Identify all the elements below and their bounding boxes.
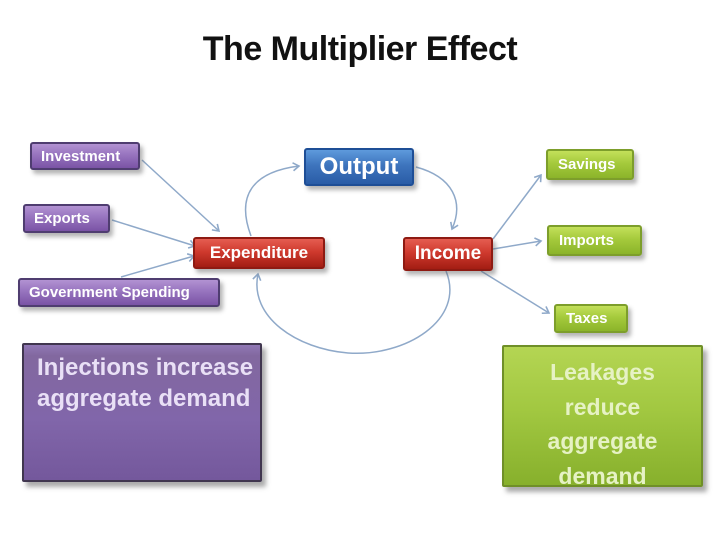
arrow-income-to-imports bbox=[492, 237, 543, 250]
node-government-spending-label: Government Spending bbox=[29, 284, 190, 301]
arc-income-to-expenditure bbox=[252, 270, 451, 354]
node-expenditure: Expenditure bbox=[193, 237, 325, 269]
node-investment: Investment bbox=[30, 142, 140, 170]
arc-expenditure-to-output bbox=[244, 162, 301, 237]
note-leakages: Leakages reduce aggregate demand bbox=[502, 345, 703, 489]
node-expenditure-label: Expenditure bbox=[209, 243, 309, 262]
node-output-label: Output bbox=[319, 153, 399, 180]
node-savings-label: Savings bbox=[558, 156, 616, 173]
node-income-label: Income bbox=[414, 243, 482, 264]
slide-title: The Multiplier Effect bbox=[202, 30, 518, 68]
note-injections: Injections increase aggregate demand bbox=[22, 343, 262, 482]
note-leakages-text: Leakages reduce aggregate demand bbox=[547, 359, 658, 489]
arrow-government-spending-to-expenditure bbox=[120, 253, 196, 278]
arc-output-to-income bbox=[415, 166, 459, 231]
node-exports: Exports bbox=[23, 204, 110, 233]
arrow-income-to-taxes bbox=[480, 270, 551, 315]
note-injections-text: Injections increase aggregate demand bbox=[37, 354, 254, 412]
node-investment-label: Investment bbox=[41, 147, 121, 165]
node-imports-label: Imports bbox=[559, 232, 615, 249]
node-output: Output bbox=[304, 148, 414, 186]
arrow-investment-to-expenditure bbox=[141, 159, 221, 232]
arrow-income-to-savings bbox=[492, 173, 542, 240]
node-taxes: Taxes bbox=[554, 304, 628, 333]
node-exports-label: Exports bbox=[34, 210, 90, 227]
node-imports: Imports bbox=[547, 225, 642, 256]
node-government-spending: Government Spending bbox=[18, 278, 220, 307]
arrow-exports-to-expenditure bbox=[111, 219, 197, 249]
node-taxes-label: Taxes bbox=[566, 310, 608, 327]
node-income: Income bbox=[403, 237, 493, 271]
node-savings: Savings bbox=[546, 149, 634, 180]
